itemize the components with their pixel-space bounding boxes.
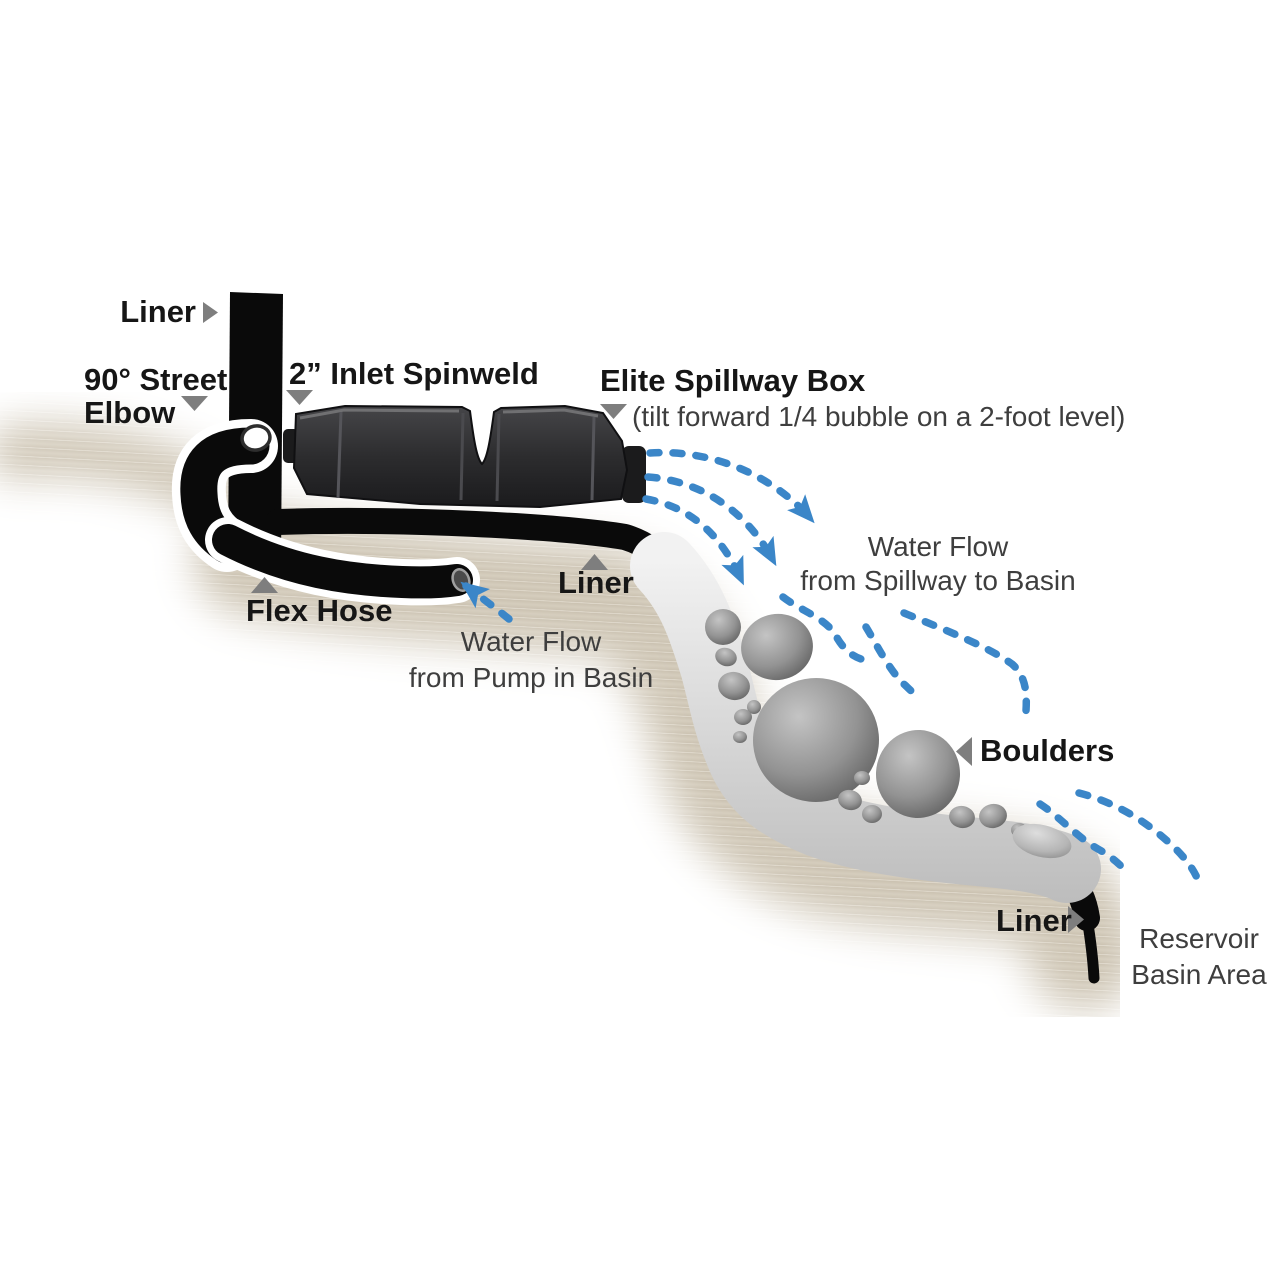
boulder <box>734 709 752 725</box>
spillway-box-right-lip <box>622 446 646 503</box>
liner-bottom-pointer-right <box>1068 906 1084 933</box>
water-wave-line <box>900 609 1031 715</box>
water-wave-line <box>1075 789 1205 893</box>
inlet-spinweld-label: 2” Inlet Spinweld <box>289 356 539 391</box>
boulder <box>753 677 879 803</box>
boulder <box>705 609 741 645</box>
spillway-box-top-highlight <box>502 408 599 418</box>
flex-hose-pipe <box>205 517 480 606</box>
water-wave-lines <box>779 593 1205 893</box>
spillway-box-bevel <box>459 412 465 501</box>
liner-tail <box>1081 912 1100 984</box>
spillway-box-note: (tilt forward 1/4 bubble on a 2-foot lev… <box>632 401 1125 432</box>
spillway-flow-arrow-2 <box>644 473 777 567</box>
boulder <box>741 613 813 681</box>
spillway-box-bevel <box>495 413 501 502</box>
water-wave-line <box>862 623 924 703</box>
liner-mid-label: Liner <box>558 565 634 600</box>
boulder <box>854 771 870 785</box>
spillway-flow-label-line2: from Spillway to Basin <box>800 565 1075 596</box>
boulder <box>949 805 975 829</box>
inlet-spinweld-pointer-down <box>286 390 313 405</box>
boulder <box>718 671 750 701</box>
liner-top-label: Liner <box>120 294 196 329</box>
boulders-label: Boulders <box>980 733 1114 768</box>
flex-hose-body <box>212 524 473 599</box>
boulder <box>862 805 882 823</box>
label-texts: Liner 90° Street Elbow 2” Inlet Spinweld… <box>84 294 1267 990</box>
spillway-box-bevel <box>336 411 343 499</box>
pump-flow-label-line2: from Pump in Basin <box>409 662 653 693</box>
boulder <box>747 700 761 714</box>
boulder-flat <box>1012 823 1072 859</box>
spillway-box-bevel <box>590 416 596 501</box>
boulder <box>875 730 961 818</box>
boulder <box>979 803 1007 829</box>
boulder <box>838 789 862 811</box>
reservoir-label-line1: Reservoir <box>1139 923 1259 954</box>
spillway-box-label: Elite Spillway Box <box>600 363 866 398</box>
water-flow-arrows <box>460 448 815 623</box>
street-elbow-pointer-down <box>181 396 208 411</box>
spillway-flow-arrow-3 <box>642 495 745 586</box>
boulder <box>733 731 747 743</box>
pump-flow-arrow <box>460 581 513 623</box>
street-elbow-label-line2: Elbow <box>84 395 176 430</box>
spillway-box-top-highlight <box>299 408 460 420</box>
gravel-bed <box>630 532 1101 903</box>
liner-bottom-label: Liner <box>996 903 1072 938</box>
pump-flow-label-line1: Water Flow <box>461 626 602 657</box>
spillway-box-pointer-down <box>600 404 627 419</box>
spillway-flow-arrow-1 <box>646 448 815 524</box>
water-wave-line <box>779 593 876 665</box>
reservoir-label-line2: Basin Area <box>1131 959 1267 990</box>
label-pointers <box>181 302 1084 933</box>
street-elbow-label-line1: 90° Street <box>84 362 227 397</box>
water-wave-line <box>1036 800 1126 871</box>
spinweld-opening <box>240 424 272 452</box>
liner-mid-pointer-up <box>581 554 608 570</box>
flex-hose-label: Flex Hose <box>246 593 392 628</box>
liner-top-pointer-right <box>203 302 218 323</box>
flex-hose-pointer-up <box>251 577 278 593</box>
boulders-pointer-left <box>956 737 972 766</box>
spillway-flow-label-line1: Water Flow <box>868 531 1009 562</box>
boulder <box>715 647 737 667</box>
spillway-box <box>283 404 646 509</box>
boulder-cluster <box>705 609 1072 859</box>
